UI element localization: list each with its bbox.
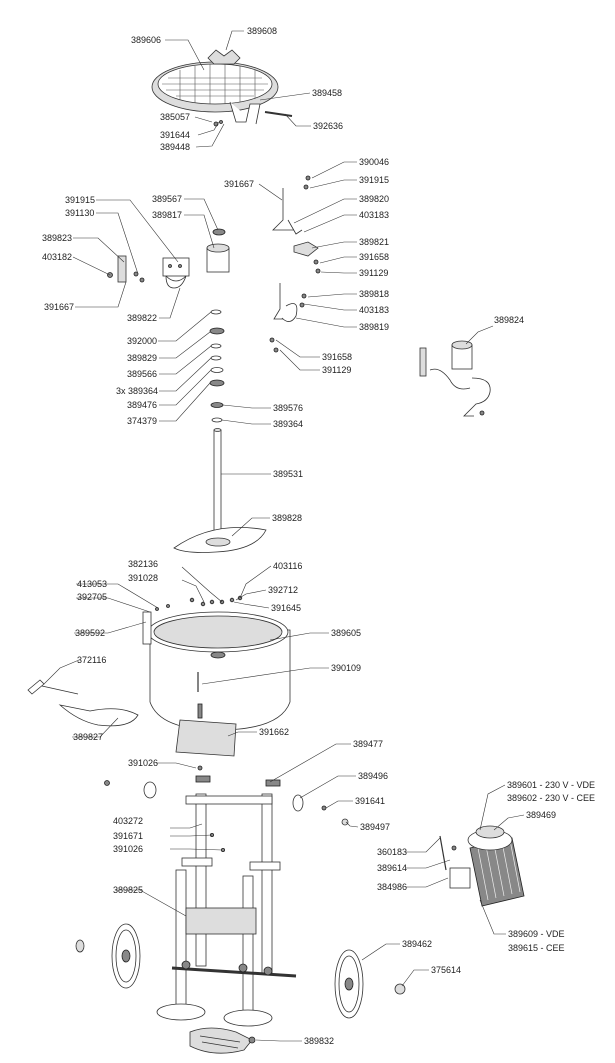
- frame: [156, 793, 297, 1027]
- label-389818: 389818: [359, 289, 389, 299]
- label-403183-bottom: 403183: [359, 305, 389, 315]
- label-391667-top: 391667: [224, 179, 254, 189]
- label-389601: 389601 - 230 V - VDE: [507, 780, 595, 790]
- tilt-paddle: [58, 704, 139, 727]
- label-382136: 382136: [128, 559, 158, 569]
- label-389827: 389827: [73, 732, 103, 742]
- label-389476: 389476: [127, 400, 157, 410]
- label-403272: 403272: [113, 816, 143, 826]
- label-403183-top: 403183: [359, 210, 389, 220]
- label-389828: 389828: [272, 513, 302, 523]
- washer-stack: [209, 309, 225, 423]
- label-389819: 389819: [359, 322, 389, 332]
- label-389608: 389608: [247, 26, 277, 36]
- label-389825: 389825: [113, 885, 143, 895]
- tilt-lever: [27, 679, 79, 695]
- label-385057: 385057: [160, 112, 190, 122]
- label-403182: 403182: [42, 252, 72, 262]
- label-413053: 413053: [77, 579, 107, 589]
- motor: [439, 825, 525, 907]
- mixing-disc: [173, 527, 267, 553]
- label-391915-left: 391915: [65, 195, 95, 205]
- label-389531: 389531: [273, 469, 303, 479]
- label-389817: 389817: [152, 210, 182, 220]
- label-391028: 391028: [128, 573, 158, 583]
- label-389364: 389364: [273, 419, 303, 429]
- label-389820: 389820: [359, 194, 389, 204]
- label-389615: 389615 - CEE: [508, 943, 565, 953]
- label-389609: 389609 - VDE: [508, 929, 565, 939]
- label-389567: 389567: [152, 194, 182, 204]
- label-389602: 389602 - 230 V - CEE: [507, 793, 595, 803]
- label-391662: 391662: [259, 727, 289, 737]
- label-391644: 391644: [160, 130, 190, 140]
- label-392000: 392000: [127, 336, 157, 346]
- handle-assembly-upper: [272, 175, 321, 274]
- handle-assembly-left: [107, 255, 145, 283]
- handle-assembly-lower: [269, 283, 307, 353]
- label-390109: 390109: [331, 663, 361, 673]
- label-389821: 389821: [359, 237, 389, 247]
- label-391915-right: 391915: [359, 175, 389, 185]
- label-389497: 389497: [360, 822, 390, 832]
- handle-bracket-center: [162, 257, 190, 289]
- wheel-caps: [75, 939, 406, 995]
- label-374379: 374379: [127, 416, 157, 426]
- grate-lid: [151, 49, 293, 127]
- label-391658-bottom: 391658: [322, 352, 352, 362]
- label-389824: 389824: [494, 315, 524, 325]
- mixing-drum: [142, 611, 291, 731]
- part-labels: 389608 389606 389458 392636 385057 39164…: [42, 26, 595, 1046]
- label-403116: 403116: [273, 561, 302, 571]
- label-389477: 389477: [353, 739, 383, 749]
- label-389496: 389496: [358, 771, 388, 781]
- label-390046: 390046: [359, 157, 389, 167]
- label-389832: 389832: [304, 1036, 334, 1046]
- wheel-right: [334, 949, 364, 1019]
- label-391026-top: 391026: [128, 758, 158, 768]
- label-389458: 389458: [312, 88, 342, 98]
- label-389566: 389566: [127, 369, 157, 379]
- label-391026-bottom: 391026: [113, 844, 143, 854]
- label-360183: 360183: [377, 847, 407, 857]
- label-372116: 372116: [77, 655, 106, 665]
- label-391645: 391645: [271, 603, 301, 613]
- label-389576: 389576: [273, 403, 303, 413]
- wheel-left: [111, 923, 141, 989]
- label-389605: 389605: [331, 628, 361, 638]
- label-391129-top: 391129: [359, 268, 388, 278]
- label-392636: 392636: [313, 121, 343, 131]
- label-389823: 389823: [42, 233, 72, 243]
- label-389448: 389448: [160, 142, 190, 152]
- label-389592: 389592: [75, 628, 105, 638]
- bolt-set-drum: [155, 595, 243, 611]
- label-389614: 389614: [377, 863, 407, 873]
- label-384986: 384986: [377, 882, 407, 892]
- label-3x389364: 3x 389364: [116, 386, 158, 396]
- label-389469: 389469: [526, 810, 556, 820]
- leader-lines: [43, 30, 525, 1042]
- handle-assembly-right: [419, 340, 491, 417]
- label-391667-left: 391667: [44, 302, 74, 312]
- foot-pedal: [189, 1027, 256, 1054]
- shaft-cap: [206, 228, 230, 273]
- label-391641: 391641: [355, 796, 385, 806]
- label-391658-top: 391658: [359, 252, 389, 262]
- label-391130: 391130: [65, 208, 94, 218]
- label-389822: 389822: [127, 313, 157, 323]
- label-389606: 389606: [131, 35, 161, 45]
- label-392705: 392705: [77, 592, 107, 602]
- label-389462: 389462: [402, 939, 432, 949]
- mixing-shaft: [213, 428, 222, 541]
- label-392712: 392712: [268, 585, 298, 595]
- discharge-chute: [175, 703, 237, 757]
- label-391671: 391671: [113, 831, 143, 841]
- label-389829: 389829: [127, 353, 157, 363]
- label-375614: 375614: [431, 965, 461, 975]
- label-391129-bottom: 391129: [322, 365, 351, 375]
